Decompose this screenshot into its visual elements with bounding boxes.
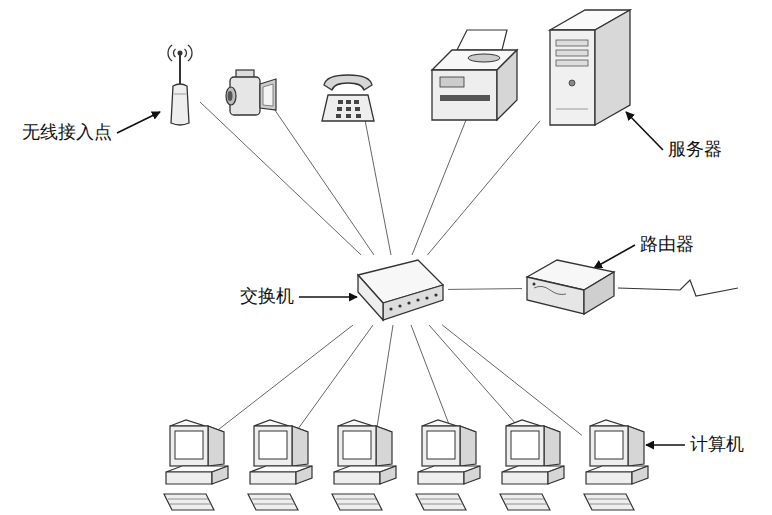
wan-link	[618, 280, 738, 296]
network-cable	[448, 288, 522, 290]
leader-arrow	[594, 245, 635, 268]
network-cable	[427, 121, 540, 255]
access-point-node: 无线接入点	[160, 38, 200, 128]
computer-icon	[584, 420, 648, 510]
network-cable	[200, 102, 361, 255]
server-node: 服务器	[540, 5, 632, 127]
network-cable	[442, 325, 582, 435]
leader-arrow	[646, 444, 685, 446]
router-icon	[527, 260, 614, 314]
switch-icon	[358, 260, 443, 320]
leader-arrow	[626, 112, 663, 150]
leader-arrow	[117, 112, 160, 133]
router-icon	[522, 252, 618, 324]
device-label: 服务器	[668, 139, 722, 161]
cable-lines	[205, 100, 530, 440]
phone-icon	[322, 75, 374, 121]
camera-icon	[226, 70, 276, 115]
device-label: 无线接入点	[22, 122, 112, 144]
leader-arrow	[299, 296, 357, 298]
computer-icon	[582, 418, 658, 513]
computer-node: 计算机	[582, 418, 658, 513]
server-icon	[540, 5, 632, 127]
device-label: 计算机	[690, 434, 744, 456]
computer-icon	[500, 420, 564, 510]
device-label: 路由器	[640, 234, 694, 256]
computer-icon	[164, 420, 228, 510]
switch-icon	[348, 255, 448, 325]
access-point-icon	[168, 45, 192, 125]
device-label: 交换机	[240, 286, 294, 308]
access-point-icon	[160, 38, 200, 128]
router-node: 路由器	[522, 252, 618, 324]
server-icon	[550, 10, 630, 125]
computer-icon	[416, 420, 480, 510]
computer-icon	[332, 420, 396, 510]
fax-icon	[432, 30, 517, 120]
computer-icon	[248, 420, 312, 510]
switch-node: 交换机	[348, 255, 448, 325]
